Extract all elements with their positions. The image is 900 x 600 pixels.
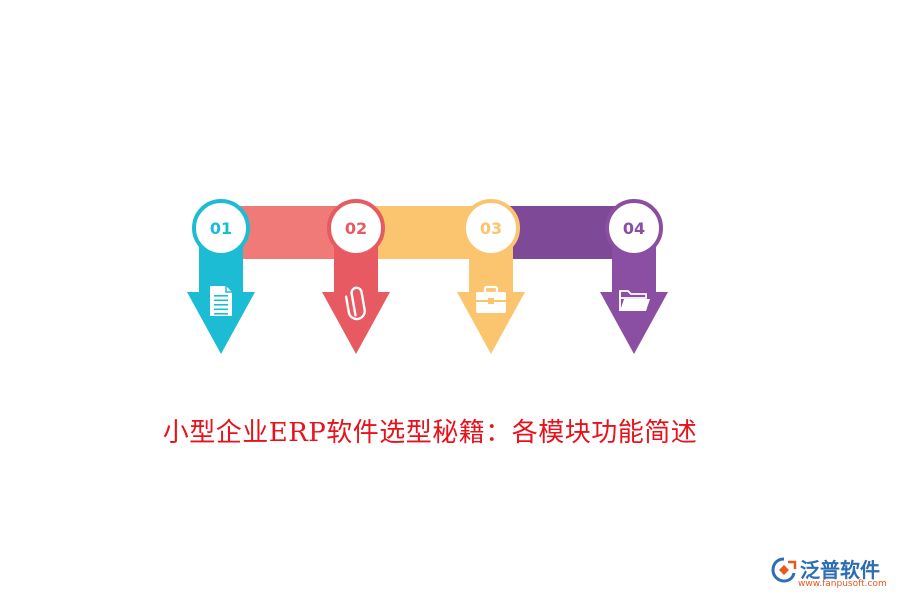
step-02: 02: [322, 199, 390, 354]
step-01: 01: [187, 199, 255, 354]
step-number-circle: [192, 199, 250, 257]
step-arrow: [600, 232, 668, 354]
step-number: 02: [345, 219, 367, 238]
brand-watermark: 泛普软件 www.fanpusoft.com: [768, 552, 892, 594]
step-number: 01: [210, 219, 232, 238]
step-number: 03: [480, 219, 502, 238]
step-04: 04: [600, 199, 668, 354]
step-number-circle: [327, 199, 385, 257]
folder-icon: [619, 290, 650, 311]
document-icon: [210, 286, 232, 316]
page-title: 小型企业ERP软件选型秘籍：各模块功能简述: [162, 418, 698, 448]
step-number-circle: [462, 199, 520, 257]
brand-url: www.fanpusoft.com: [798, 579, 887, 589]
briefcase-icon: [476, 285, 506, 313]
step-number-circle: [605, 199, 663, 257]
step-arrow: [322, 232, 390, 354]
step-03: 03: [457, 199, 525, 354]
connector-bands: [221, 206, 634, 259]
step-arrows: 01 02 03 04: [187, 199, 668, 354]
brand-logo-icon: [771, 557, 797, 583]
brand-name: 泛普软件: [800, 558, 880, 582]
paperclip-icon: [344, 286, 366, 321]
step-number: 04: [623, 219, 645, 238]
